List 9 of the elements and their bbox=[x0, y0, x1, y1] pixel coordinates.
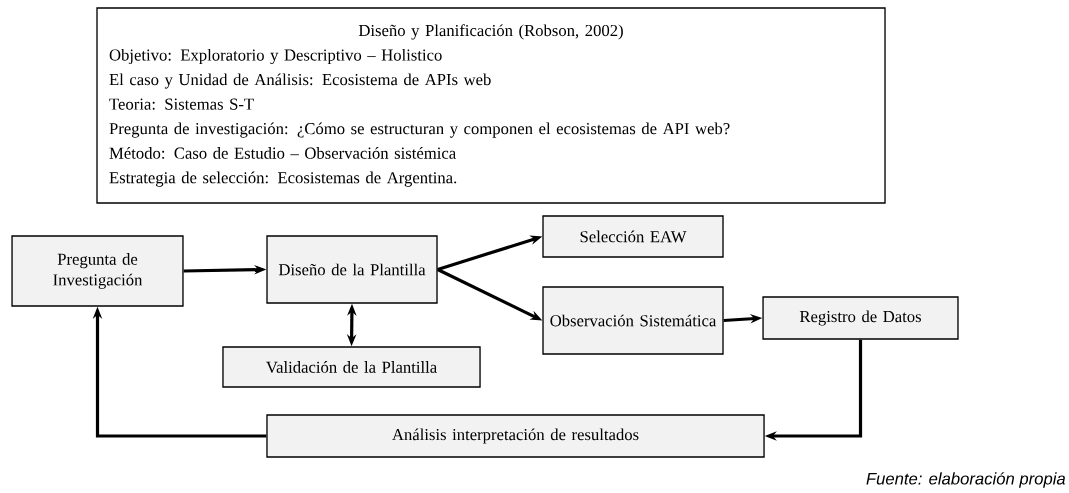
info-box: Diseño y Planificación (Robson, 2002) Objetivo: Exploratorio y Descriptivo – Holistico El caso y Unidad de Análisis: Ecosistema de APIs web Teoria: Sistemas S-T Pregunta de investigación: ¿Cómo se estructuran y componen el ecosistemas de API web? Método: Caso de Estudio – Observación sistémica Estrategia de selección: Ecosistemas de Argentina. bbox=[96, 7, 886, 204]
process-box: Registro de Datos bbox=[762, 296, 959, 340]
process-box: Validación de la Plantilla bbox=[222, 346, 481, 388]
process-box: Análisis interpretación de resultados bbox=[266, 414, 765, 458]
process-box: Selección EAW bbox=[542, 215, 724, 258]
process-box: Diseño de la Plantilla bbox=[266, 235, 438, 304]
process-box: Observación Sistemática bbox=[542, 286, 724, 355]
process-box: Pregunta de Investigación bbox=[11, 235, 184, 307]
source-note: Fuente: elaboración propia bbox=[866, 472, 1066, 488]
